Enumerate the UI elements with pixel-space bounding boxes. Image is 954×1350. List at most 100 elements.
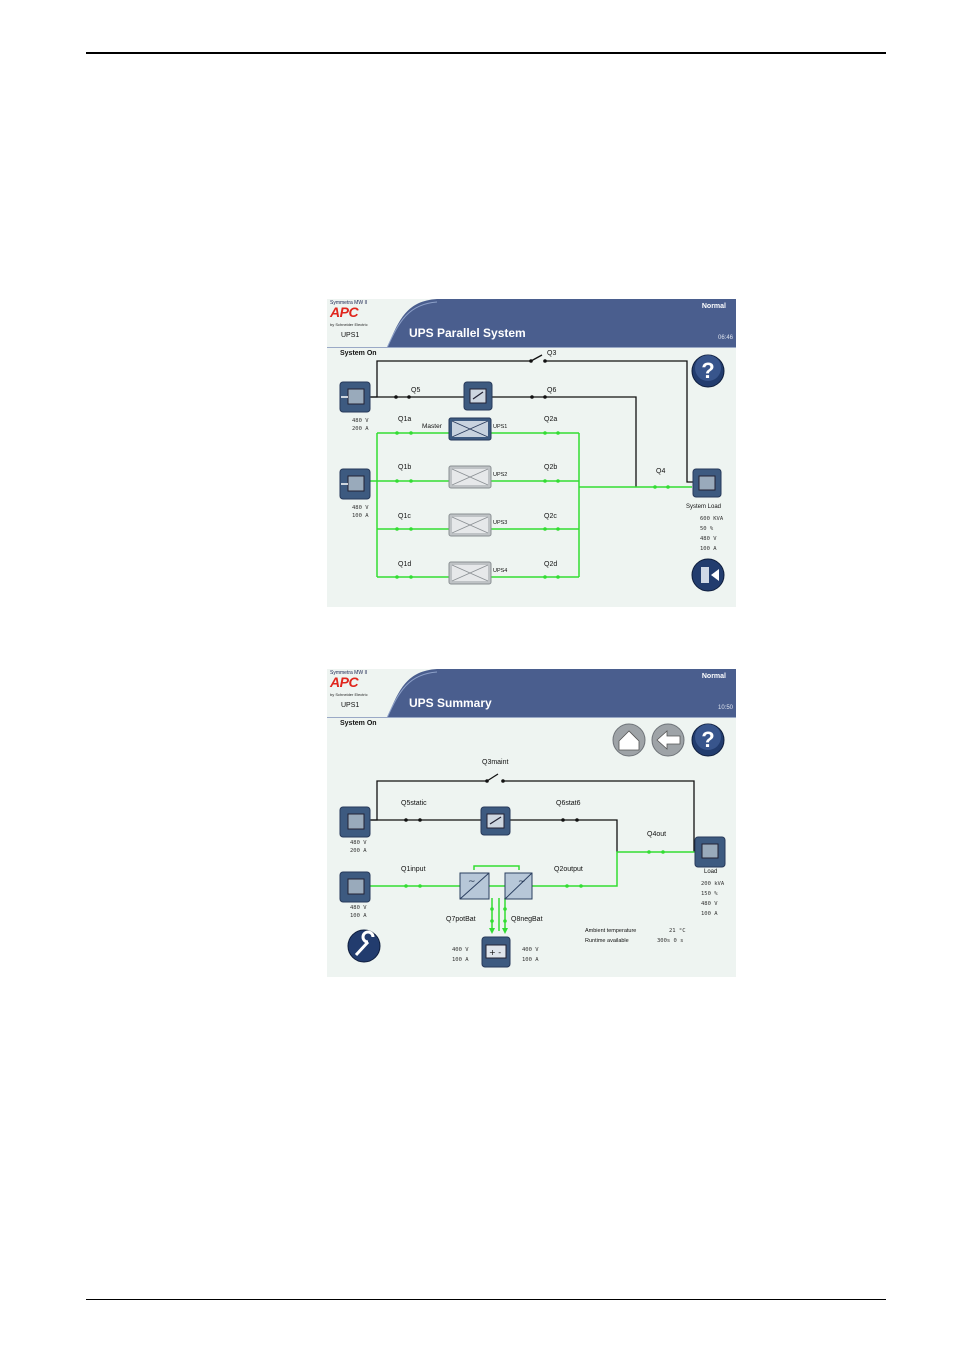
breaker-q5: Q5 <box>411 387 421 394</box>
input2-readout: 480 V 100 A <box>352 504 369 520</box>
static-switch-icon[interactable] <box>480 806 511 836</box>
breaker-q3maint: Q3maint <box>482 759 509 766</box>
screen-header: Symmetra MW II APC by Schneider Electric… <box>327 299 736 348</box>
exit-button[interactable] <box>691 558 725 592</box>
breaker-q4out: Q4out <box>647 831 667 838</box>
input1-current: 200 A <box>352 426 369 432</box>
load-percent: 150 % <box>701 891 718 897</box>
system-load-icon[interactable] <box>692 468 722 498</box>
back-arrow-icon <box>656 730 681 750</box>
ambient-temperature-value: 21 °C <box>669 928 686 934</box>
battery-icon[interactable]: + - <box>481 936 511 968</box>
brand-byline: by Schneider Electric <box>330 322 368 327</box>
load-current: 100 A <box>701 911 718 917</box>
load-voltage: 480 V <box>701 901 718 907</box>
input1-readout: 480 V 200 A <box>350 839 367 855</box>
breaker-q2c: Q2c <box>544 513 557 520</box>
back-button[interactable] <box>651 723 685 757</box>
header-rule <box>86 52 886 54</box>
battery-left-current: 100 A <box>452 957 469 963</box>
input-source-2-icon[interactable] <box>339 871 371 903</box>
help-button[interactable]: ? <box>691 723 725 757</box>
home-button[interactable] <box>612 723 646 757</box>
breaker-q1input: Q1input <box>401 866 426 873</box>
breaker-q7potbat: Q7potBat <box>446 916 476 923</box>
breaker-q6stat6: Q6stat6 <box>556 800 581 807</box>
input-source-1-icon[interactable] <box>339 806 371 838</box>
load-power: 200 kVA <box>701 881 725 887</box>
ups-summary-screen: Symmetra MW II APC by Schneider Electric… <box>327 669 736 977</box>
battery-left-readout: 400 V 100 A <box>452 945 469 965</box>
product-name: Symmetra MW II <box>330 300 368 306</box>
breaker-q5static: Q5static <box>401 800 427 807</box>
rectifier-icon[interactable]: ~ <box>459 872 490 900</box>
breaker-q1d: Q1d <box>398 561 412 568</box>
page-title: UPS Parallel System <box>409 326 526 340</box>
load-label: System Load <box>686 504 722 510</box>
svg-text:~: ~ <box>518 877 526 887</box>
svg-text:+ -: + - <box>489 948 501 957</box>
ups-label-1: UPS1 <box>493 424 508 430</box>
load-voltage: 480 V <box>700 536 717 542</box>
page-title: UPS Summary <box>409 696 492 710</box>
input2-readout: 480 V 100 A <box>350 904 367 920</box>
status-badge: Normal <box>701 303 726 310</box>
ups-module-4-icon[interactable] <box>448 561 492 585</box>
static-switch-icon[interactable] <box>463 381 493 411</box>
breaker-q2output: Q2output <box>554 866 583 873</box>
input-source-1-icon[interactable] <box>339 381 371 413</box>
load-icon[interactable] <box>694 836 726 868</box>
header-banner <box>327 299 736 348</box>
input2-current: 100 A <box>350 913 367 919</box>
breaker-q2d: Q2d <box>544 561 558 568</box>
breaker-q4: Q4 <box>656 468 666 475</box>
breaker-q1c: Q1c <box>398 513 411 520</box>
input-source-2-icon[interactable] <box>339 468 371 500</box>
help-button[interactable]: ? <box>691 354 725 388</box>
home-icon <box>618 730 640 751</box>
system-state: System On <box>340 720 377 727</box>
breaker-q2a: Q2a <box>544 416 558 423</box>
product-name: Symmetra MW II <box>330 670 368 676</box>
apc-logo: APC <box>330 674 359 690</box>
system-state: System On <box>340 350 377 357</box>
header-banner <box>327 669 736 718</box>
breaker-q6: Q6 <box>547 387 557 394</box>
screen-header: Symmetra MW II APC by Schneider Electric… <box>327 669 736 718</box>
load-readout: 200 kVA 150 % 480 V 100 A <box>701 879 724 919</box>
footer-rule <box>86 1299 886 1300</box>
clock: 10:50 <box>717 705 733 711</box>
load-power: 600 KVA <box>700 516 724 522</box>
input2-voltage: 480 V <box>350 905 367 911</box>
input1-current: 200 A <box>350 848 367 854</box>
ambient-temperature-label: Ambient temperature <box>585 928 637 934</box>
breaker-q1a: Q1a <box>398 416 412 423</box>
input2-current: 100 A <box>352 513 369 519</box>
battery-left-voltage: 400 V <box>452 947 469 953</box>
ups-module-3-icon[interactable] <box>448 513 492 537</box>
load-percent: 50 % <box>700 526 714 532</box>
master-label: Master <box>422 423 442 430</box>
input1-voltage: 480 V <box>352 418 369 424</box>
question-icon: ? <box>701 727 714 752</box>
service-tool-button[interactable] <box>347 929 381 963</box>
svg-text:~: ~ <box>468 877 476 887</box>
brand-byline: by Schneider Electric <box>330 692 368 697</box>
ups-module-1-icon[interactable] <box>448 417 492 441</box>
input2-voltage: 480 V <box>352 505 369 511</box>
inverter-icon[interactable]: ~ <box>504 872 533 900</box>
ups-module-2-icon[interactable] <box>448 465 492 489</box>
one-line-diagram: ? <box>339 354 725 592</box>
runtime-value: 300s 0 s <box>657 938 684 944</box>
unit-id: UPS1 <box>341 702 360 709</box>
one-line-diagram: ~ ~ + - ? <box>339 723 726 968</box>
breaker-q3: Q3 <box>547 350 557 357</box>
status-badge: Normal <box>701 673 726 680</box>
ups-label-2: UPS2 <box>493 472 508 478</box>
unit-id: UPS1 <box>341 332 360 339</box>
input1-readout: 480 V 200 A <box>352 417 369 433</box>
battery-right-voltage: 400 V <box>522 947 539 953</box>
ups-label-3: UPS3 <box>493 520 508 526</box>
input1-voltage: 480 V <box>350 840 367 846</box>
load-current: 100 A <box>700 546 717 552</box>
